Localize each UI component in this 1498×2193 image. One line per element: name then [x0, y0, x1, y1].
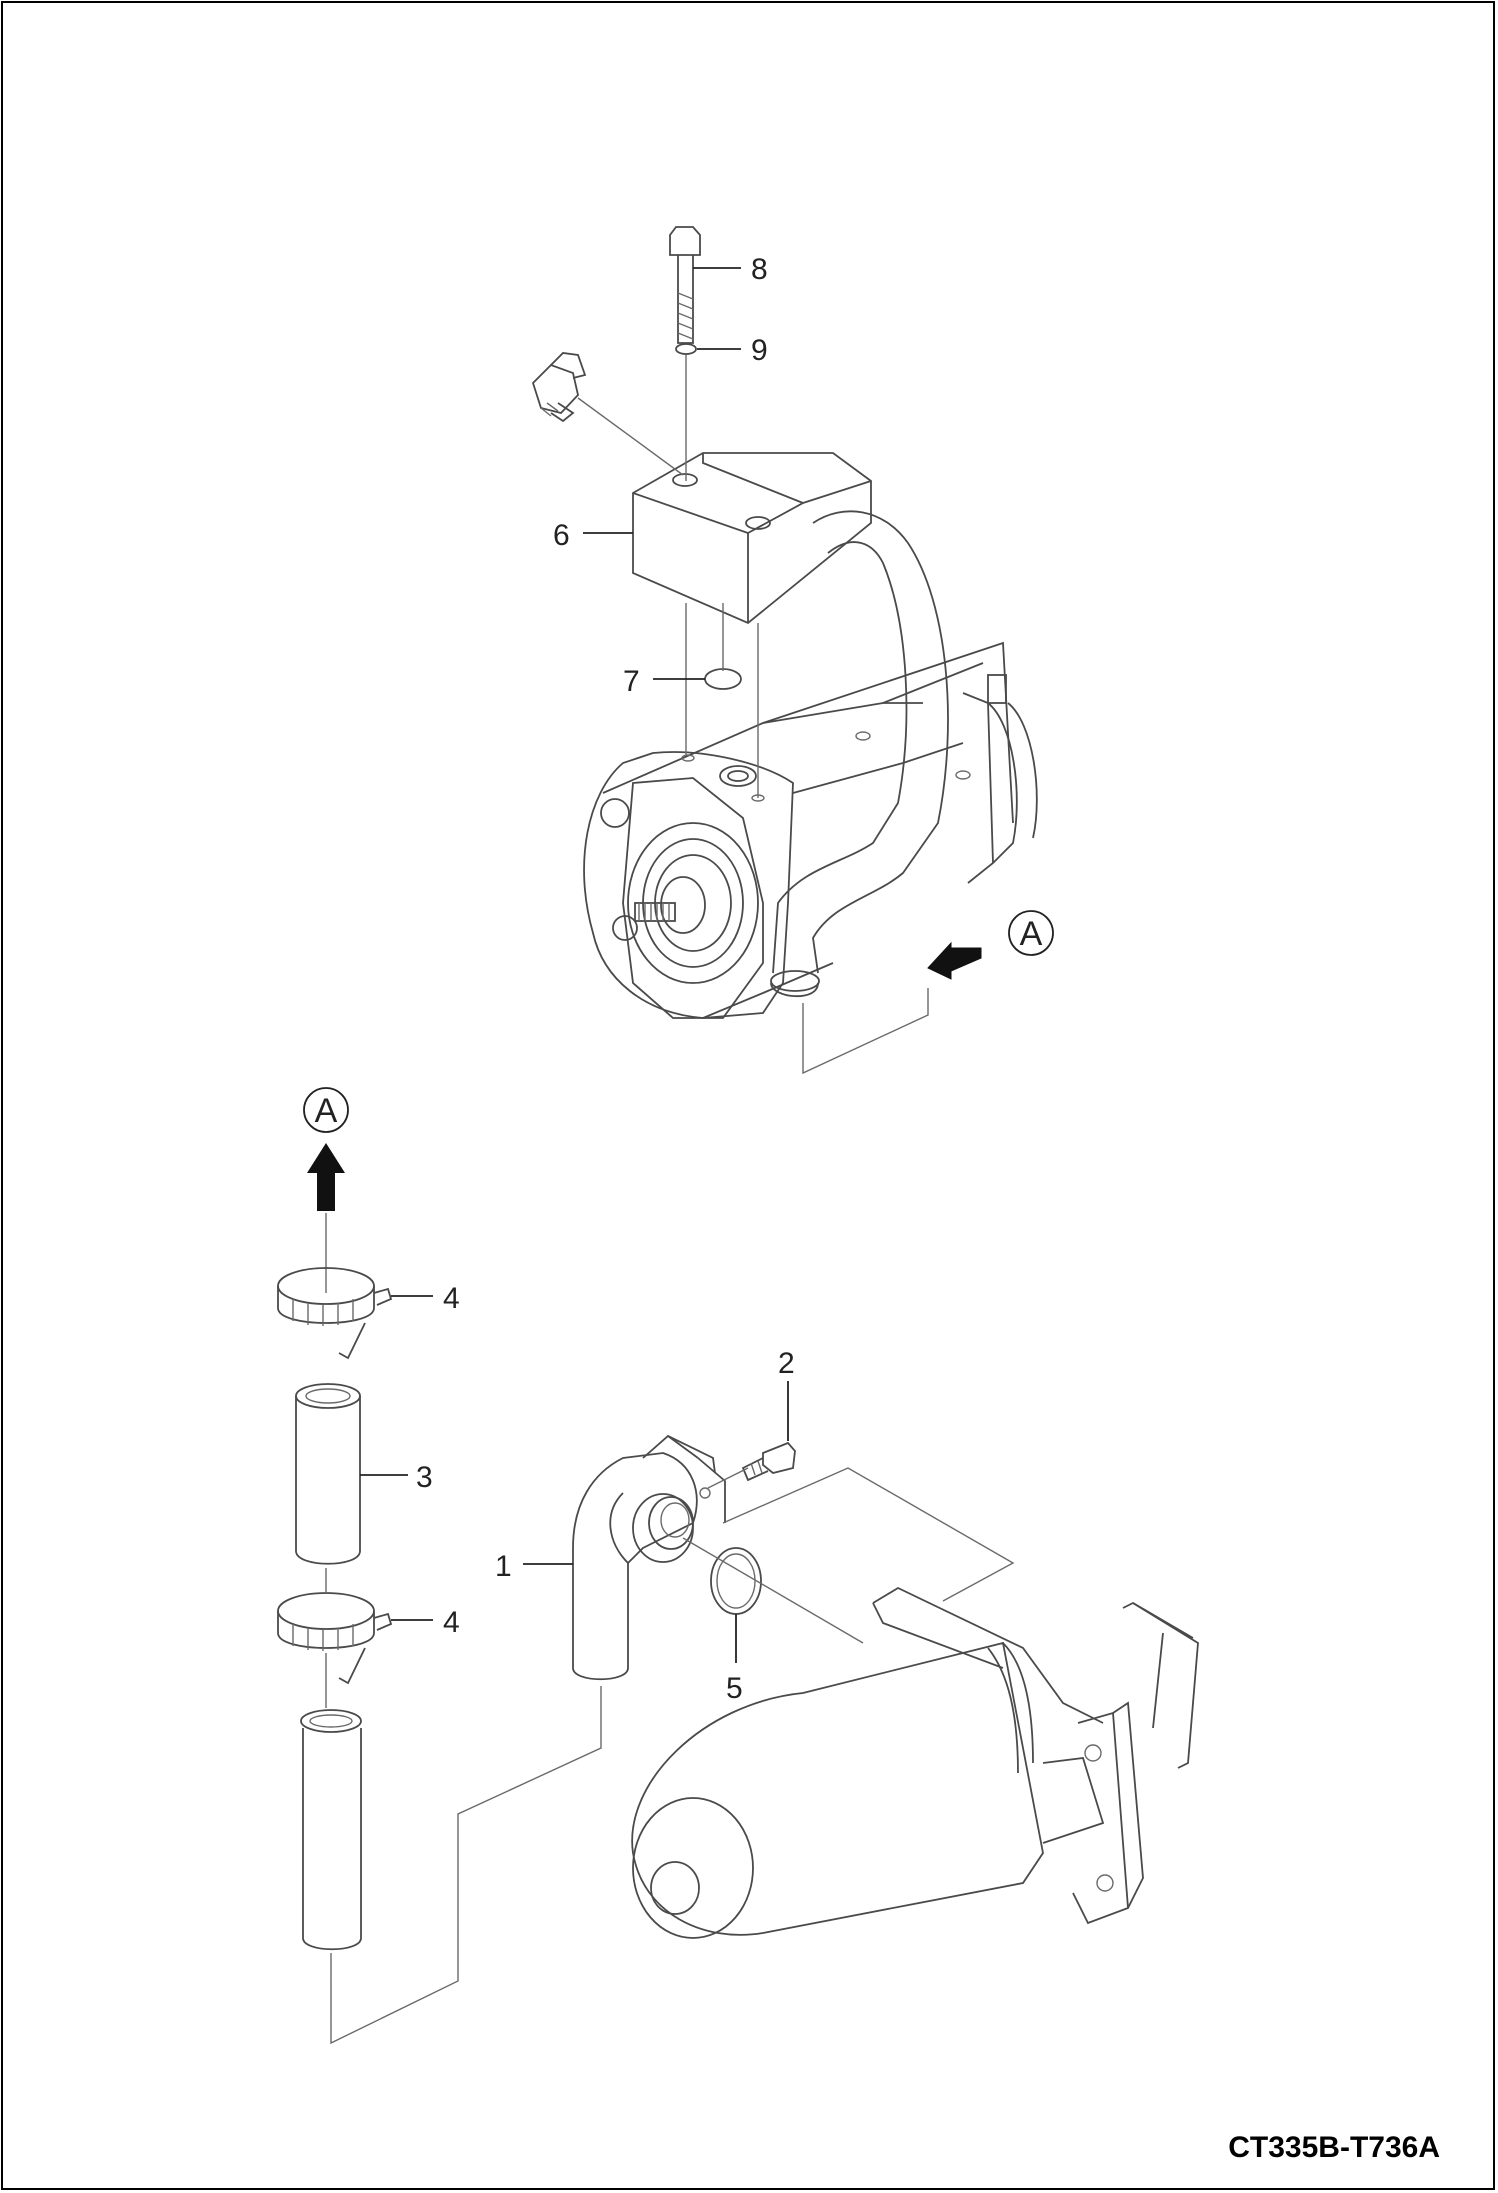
part-label-1: 1 [495, 1550, 512, 1583]
ref-marker-a-bottom-text: A [315, 1092, 338, 1130]
up-arrow-icon [307, 1143, 345, 1211]
small-bolt [741, 1441, 796, 1482]
hose-clamp-top [277, 1267, 393, 1360]
elbow-tube [572, 1434, 726, 1681]
washer [675, 343, 697, 355]
part-label-3: 3 [416, 1461, 433, 1494]
part-label-7: 7 [623, 665, 640, 698]
exploded-parts-diagram: A A [277, 226, 1199, 2045]
routing-line-lower [330, 1686, 602, 2045]
part-label-9: 9 [751, 334, 768, 367]
ref-marker-a-bottom: A [303, 1087, 349, 1133]
suction-tube [770, 510, 949, 998]
suction-pipe [300, 1709, 362, 1951]
ref-marker-a-top: A [1008, 910, 1054, 956]
part-label-6: 6 [553, 519, 570, 552]
part-label-4-bottom: 4 [443, 1606, 460, 1639]
valve-block [632, 452, 872, 625]
filter-assembly [631, 1586, 1199, 1939]
part-label-8: 8 [751, 253, 768, 286]
arrow-to-ref-a [927, 941, 982, 980]
assembly-lines-lower [682, 1467, 1015, 1644]
part-label-2: 2 [778, 1347, 795, 1380]
assembly-lines [577, 355, 929, 1075]
part-label-5: 5 [726, 1672, 743, 1705]
drawing-code: CT335B-T736A [1228, 2131, 1440, 2164]
hose-clamp-bottom [277, 1592, 393, 1685]
hose [295, 1383, 361, 1565]
elbow-fitting [531, 352, 587, 423]
part-label-4-top: 4 [443, 1282, 460, 1315]
o-ring-7 [704, 668, 742, 690]
ref-marker-a-top-text: A [1020, 915, 1043, 953]
bolt [669, 226, 701, 344]
